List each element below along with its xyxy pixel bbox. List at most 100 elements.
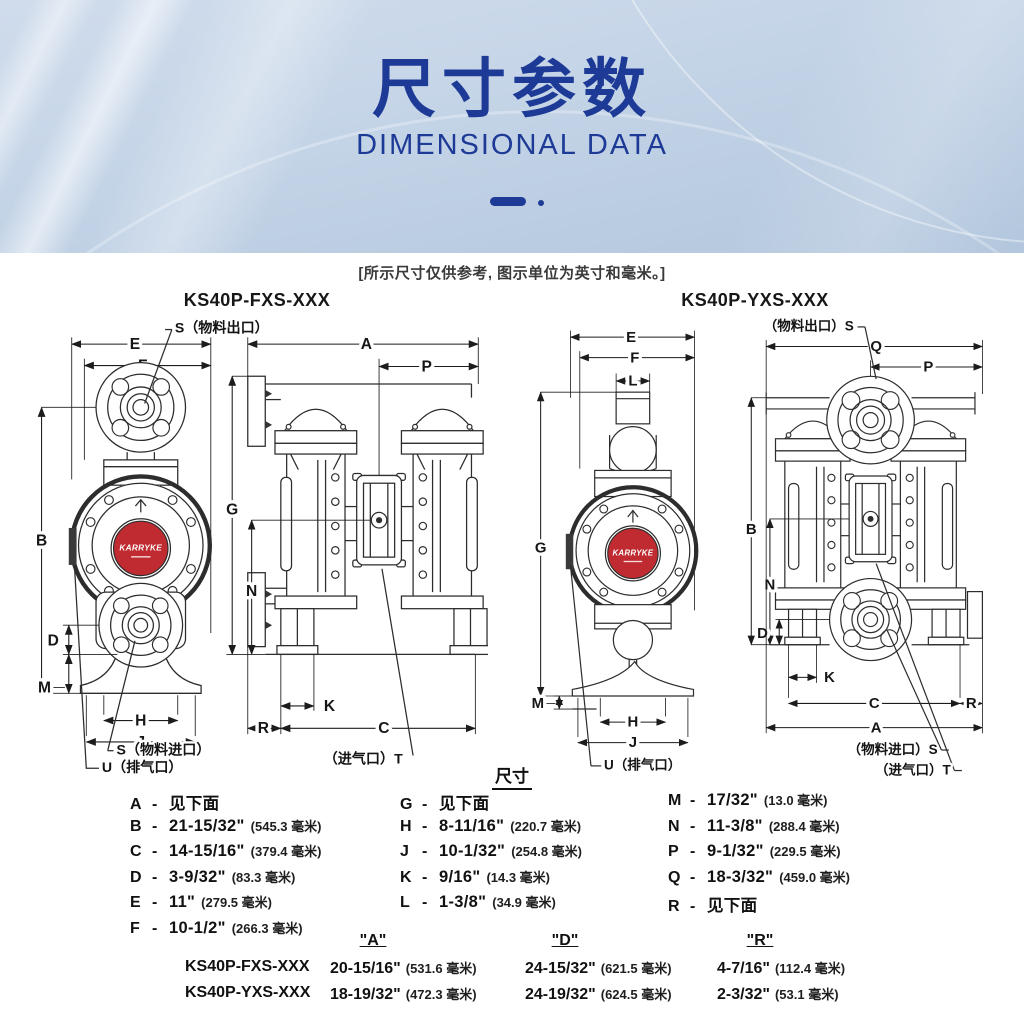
figure-yxs: KS40P-YXS-XXX E F L xyxy=(520,290,990,778)
table-header-A: "A" xyxy=(359,932,387,949)
dimension-row: G-见下面 xyxy=(400,795,490,813)
dimension-list-heading: 尺寸 xyxy=(492,762,532,790)
figure-fxs-title: KS40P-FXS-XXX xyxy=(183,290,331,310)
value-A: 18-19/32"(472.3 毫米) xyxy=(330,986,477,1003)
dim-label-J: J xyxy=(136,734,145,751)
yxs-drawing: E F L xyxy=(528,315,984,778)
fxs-air-valve xyxy=(345,472,414,568)
dim-label-B: B xyxy=(36,532,47,549)
dimension-row: J-10-1/32"(254.8 毫米) xyxy=(400,842,582,860)
dimension-row: H-8-11/16"(220.7 毫米) xyxy=(400,816,582,835)
fxs-top-flange xyxy=(95,361,187,453)
dim-label-G: G xyxy=(226,501,238,518)
fxs-front-view: E F B xyxy=(33,317,272,777)
table-header-R: "R" xyxy=(746,932,774,949)
figure-fxs: KS40P-FXS-XXX E F B xyxy=(26,290,488,777)
brand-logo-badge xyxy=(112,520,169,577)
yxs-clamp-bracket xyxy=(565,533,574,570)
dim-label-N: N xyxy=(246,583,257,600)
title-dot-decoration xyxy=(538,200,544,206)
callout-air-inlet: （进气口）T xyxy=(324,750,403,766)
title-dash-decoration xyxy=(490,197,526,206)
dim-label-G: G xyxy=(535,540,547,556)
dimension-row: R-见下面 xyxy=(668,897,758,915)
callout-material-inlet: S（物料进口） xyxy=(116,742,210,758)
yxs-base xyxy=(571,660,695,697)
yxs-top-flange xyxy=(826,375,915,465)
dim-label-R: R xyxy=(258,720,269,737)
fxs-clamp-bracket xyxy=(68,527,77,565)
dim-label-L: L xyxy=(628,374,637,390)
dim-label-E: E xyxy=(626,330,636,346)
page-title: 尺寸参数 xyxy=(372,53,652,125)
dim-label-K: K xyxy=(824,670,835,686)
dim-label-M: M xyxy=(38,679,51,696)
dimension-row: C-14-15/16"(379.4 毫米) xyxy=(130,842,322,860)
value-R: 2-3/32"(53.1 毫米) xyxy=(717,986,839,1003)
dimension-row: P-9-1/32"(229.5 毫米) xyxy=(668,842,841,860)
dim-label-P: P xyxy=(422,358,432,375)
dim-label-D: D xyxy=(757,626,768,642)
dimension-column-3: M-17/32"(13.0 毫米) N-11-3/8"(288.4 毫米) P-… xyxy=(668,790,850,918)
yxs-front-view: E F L xyxy=(528,327,699,775)
callout-material-inlet: （物料进口）S xyxy=(848,741,938,757)
reference-note: [所示尺寸仅供参考, 图示单位为英寸和毫米。] xyxy=(358,265,666,282)
dim-label-P: P xyxy=(923,360,933,376)
table-row-fxs: KS40P-FXS-XXX 20-15/16"(531.6 毫米) 24-15/… xyxy=(0,958,1024,984)
dim-label-B: B xyxy=(746,522,757,538)
dim-label-M: M xyxy=(532,696,544,712)
fxs-drawing: E F B xyxy=(33,317,488,777)
dim-label-A: A xyxy=(361,336,372,353)
callout-air-inlet: （进气口）T xyxy=(875,761,951,777)
dim-label-H: H xyxy=(628,715,639,731)
dimension-row: A-见下面 xyxy=(130,795,220,813)
dim-label-F: F xyxy=(630,350,639,366)
dim-label-C: C xyxy=(378,720,389,737)
page-header: 尺寸参数 DIMENSIONAL DATA xyxy=(0,0,1024,253)
callout-material-outlet: S（物料出口） xyxy=(175,319,269,335)
yxs-right-chamber xyxy=(899,461,957,588)
dim-label-J: J xyxy=(629,735,637,751)
dim-label-H: H xyxy=(135,712,146,729)
fxs-bottom-flange xyxy=(98,582,184,668)
fxs-right-chamber xyxy=(412,453,478,597)
yxs-air-valve xyxy=(840,473,901,565)
dimension-row: E-11"(279.5 毫米) xyxy=(130,893,272,911)
dimension-row: K-9/16"(14.3 毫米) xyxy=(400,867,551,886)
value-A: 20-15/16"(531.6 毫米) xyxy=(330,960,477,977)
brand-logo-text: KARRYKE xyxy=(119,543,162,552)
dim-label-R: R xyxy=(966,696,977,712)
dimension-row: L-1-3/8"(34.9 毫米) xyxy=(400,893,556,911)
callout-exhaust-port: U（排气口） xyxy=(604,757,681,773)
yxs-pump-body: KARRYKE xyxy=(565,485,699,617)
dim-label-Q: Q xyxy=(870,339,882,355)
fxs-side-view: A P xyxy=(223,333,488,769)
dim-label-C: C xyxy=(869,696,880,712)
header-arc-decoration xyxy=(0,110,1024,253)
flow-direction-arrow-icon xyxy=(134,498,147,513)
dimension-row: F-10-1/2"(266.3 毫米) xyxy=(130,918,303,937)
flow-direction-arrow-icon xyxy=(627,509,639,523)
dimension-row: M-17/32"(13.0 毫米) xyxy=(668,791,828,809)
value-D: 24-15/32"(621.5 毫米) xyxy=(525,960,672,977)
dim-label-A: A xyxy=(871,720,882,736)
brand-logo-text: KARRYKE xyxy=(612,548,653,557)
table-row-yxs: KS40P-YXS-XXX 18-19/32"(472.3 毫米) 24-19/… xyxy=(0,984,1024,1010)
dimension-column-1: A-见下面 B-21-15/32"(545.3 毫米) C-14-15/16"(… xyxy=(130,790,321,943)
figure-yxs-title: KS40P-YXS-XXX xyxy=(681,290,829,310)
yxs-side-view: Q P xyxy=(743,315,984,778)
brand-logo-badge xyxy=(607,527,659,580)
dimension-row: D-3-9/32"(83.3 毫米) xyxy=(130,867,296,886)
value-D: 24-19/32"(624.5 毫米) xyxy=(525,986,672,1003)
yxs-bottom-flange xyxy=(828,577,913,662)
dim-label-K: K xyxy=(324,698,336,715)
model-name: KS40P-FXS-XXX xyxy=(185,958,310,975)
dimension-column-2: G-见下面 H-8-11/16"(220.7 毫米) J-10-1/32"(25… xyxy=(400,790,582,918)
dimension-row: B-21-15/32"(545.3 毫米) xyxy=(130,816,322,835)
table-header-D: "D" xyxy=(551,932,579,949)
callout-exhaust-port: U（排气口） xyxy=(102,759,183,775)
yxs-left-chamber xyxy=(784,461,842,588)
model-name: KS40P-YXS-XXX xyxy=(185,984,311,1001)
dim-label-D: D xyxy=(48,633,59,650)
dim-label-E: E xyxy=(130,336,140,353)
